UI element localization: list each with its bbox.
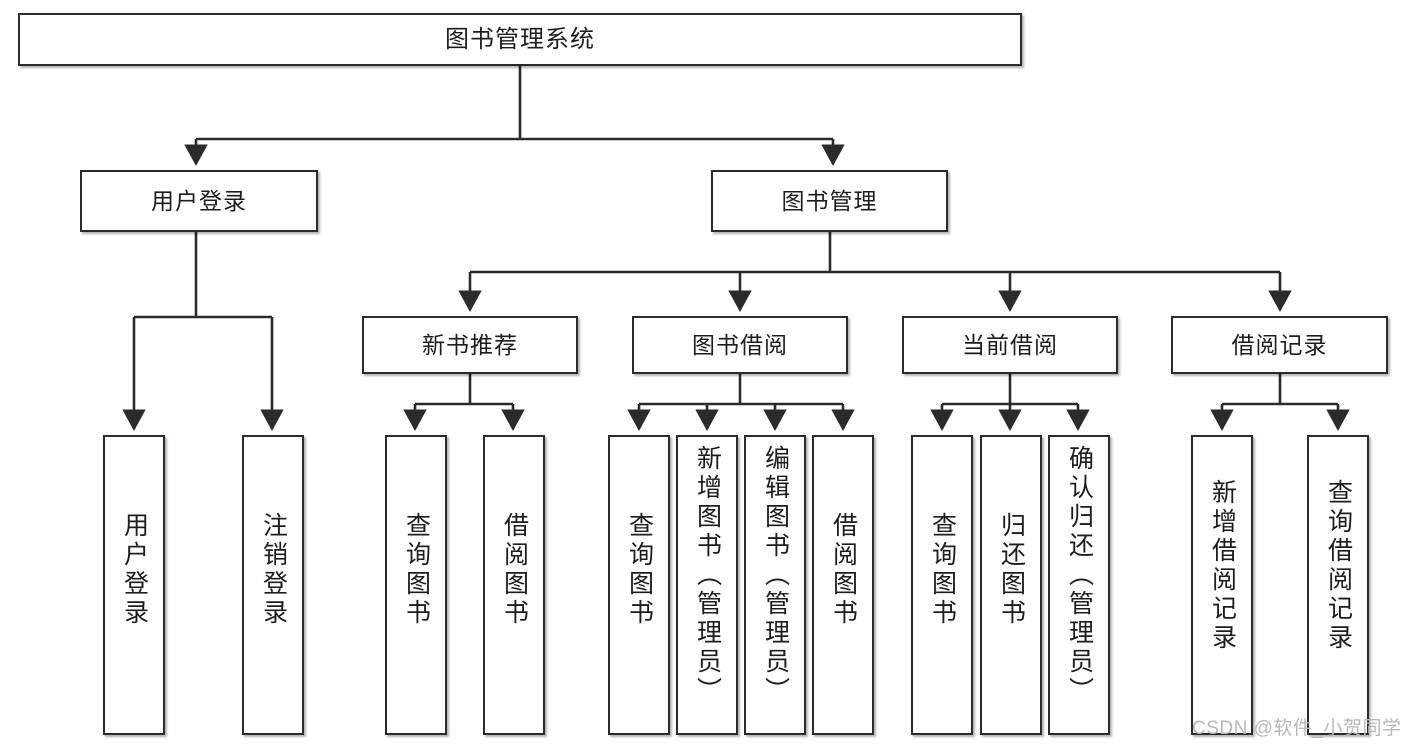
node-label: 新书推荐 bbox=[422, 331, 518, 358]
node-label: 图书管理系统 bbox=[445, 25, 595, 53]
node-label: 查询图书 bbox=[402, 512, 431, 628]
node-label: 用户登录 bbox=[120, 512, 149, 628]
node-book-borrow[interactable]: 图书借阅 bbox=[632, 316, 848, 374]
node-label: 查询图书 bbox=[625, 512, 654, 628]
leaf-borrow-record-add-record[interactable]: 新增借阅记录 bbox=[1191, 435, 1253, 735]
leaf-book-borrow-edit-book-admin[interactable]: 编辑图书（管理员） bbox=[744, 435, 806, 735]
node-label: 当前借阅 bbox=[962, 331, 1058, 358]
node-label: 图书管理 bbox=[781, 187, 878, 214]
node-label: 新增图书（管理员） bbox=[693, 445, 722, 706]
leaf-new-book-query-books[interactable]: 查询图书 bbox=[385, 435, 447, 735]
node-label: 确认归还（管理员） bbox=[1065, 445, 1094, 706]
leaf-current-borrow-confirm-return-admin[interactable]: 确认归还（管理员） bbox=[1048, 435, 1110, 735]
leaf-borrow-record-query-record[interactable]: 查询借阅记录 bbox=[1307, 435, 1369, 735]
node-label: 借阅记录 bbox=[1231, 331, 1328, 358]
node-user-login[interactable]: 用户登录 bbox=[80, 170, 318, 232]
leaf-user-login-login[interactable]: 用户登录 bbox=[103, 435, 165, 735]
node-new-book-recommendation[interactable]: 新书推荐 bbox=[362, 316, 578, 374]
leaf-book-borrow-add-book-admin[interactable]: 新增图书（管理员） bbox=[676, 435, 738, 735]
node-label: 查询借阅记录 bbox=[1324, 479, 1353, 653]
node-label: 注销登录 bbox=[259, 512, 288, 628]
node-label: 归还图书 bbox=[997, 512, 1026, 628]
node-label: 图书借阅 bbox=[692, 331, 788, 358]
leaf-current-borrow-query-books[interactable]: 查询图书 bbox=[911, 435, 973, 735]
leaf-current-borrow-return-books[interactable]: 归还图书 bbox=[980, 435, 1042, 735]
node-label: 借阅图书 bbox=[829, 512, 858, 628]
node-label: 借阅图书 bbox=[500, 512, 529, 628]
node-current-borrow[interactable]: 当前借阅 bbox=[902, 316, 1118, 374]
node-label: 查询图书 bbox=[928, 512, 957, 628]
leaf-user-login-logout[interactable]: 注销登录 bbox=[242, 435, 304, 735]
node-label: 用户登录 bbox=[151, 187, 247, 214]
node-label: 编辑图书（管理员） bbox=[761, 445, 790, 706]
node-root-book-management-system[interactable]: 图书管理系统 bbox=[18, 13, 1022, 66]
node-label: 新增借阅记录 bbox=[1208, 479, 1237, 653]
node-borrow-record[interactable]: 借阅记录 bbox=[1171, 316, 1388, 374]
node-book-management[interactable]: 图书管理 bbox=[711, 170, 948, 232]
leaf-new-book-borrow-books[interactable]: 借阅图书 bbox=[483, 435, 545, 735]
leaf-book-borrow-borrow-books[interactable]: 借阅图书 bbox=[812, 435, 874, 735]
leaf-book-borrow-query-books[interactable]: 查询图书 bbox=[608, 435, 670, 735]
